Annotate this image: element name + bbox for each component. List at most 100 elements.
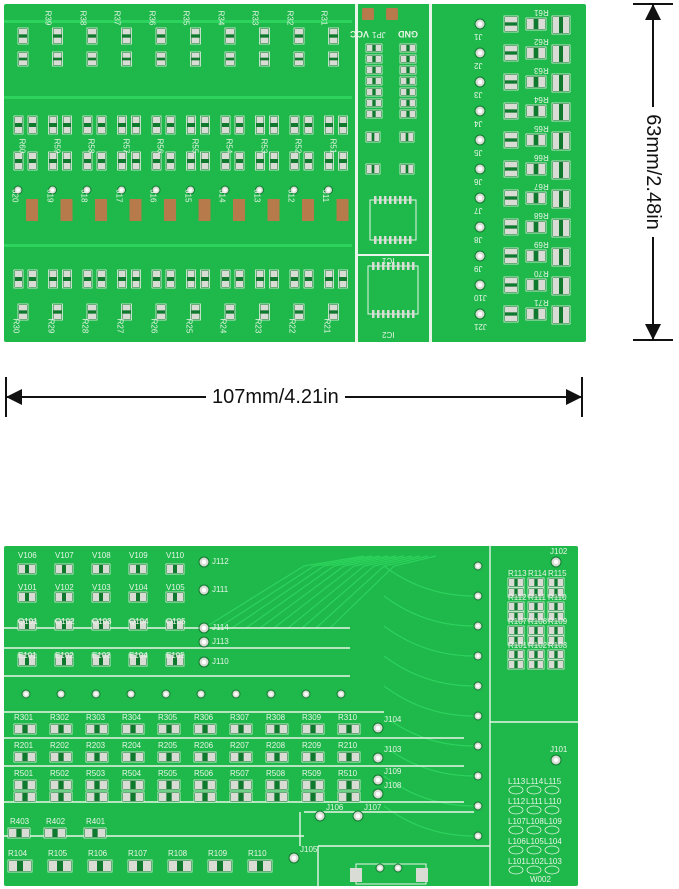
smd-pad xyxy=(132,163,140,169)
smd-pad xyxy=(63,753,71,761)
smd-footprint xyxy=(157,751,181,763)
ic-pin xyxy=(382,262,385,270)
smd-pad xyxy=(49,153,57,159)
smd-pad xyxy=(122,53,131,58)
silk-label: R202 xyxy=(50,741,70,750)
silk-label: J4 xyxy=(474,119,483,128)
smd-footprint xyxy=(365,131,381,143)
via-hole xyxy=(375,725,381,731)
smd-pad xyxy=(256,127,264,133)
via-hole xyxy=(476,684,480,688)
via-hole xyxy=(223,188,227,192)
silk-label: E102 xyxy=(55,651,74,660)
smd-pad xyxy=(93,621,99,629)
smd-pad xyxy=(118,271,126,277)
via-hole xyxy=(199,692,203,696)
smd-pad xyxy=(27,725,35,733)
via-hole xyxy=(201,559,207,565)
smd-pad xyxy=(527,193,534,203)
silk-label: L103 xyxy=(544,857,562,866)
silk-label: Q104 xyxy=(129,617,149,626)
smd-pad xyxy=(87,781,95,789)
smd-pad xyxy=(279,725,287,733)
smd-pad xyxy=(529,579,535,586)
silk-label: J2 xyxy=(474,61,483,70)
smd-pad xyxy=(157,305,165,311)
via-hole xyxy=(477,21,483,27)
smd-pad xyxy=(537,579,543,586)
smd-pad xyxy=(509,589,515,596)
smd-footprint xyxy=(186,151,196,171)
smd-pad xyxy=(132,117,140,123)
smd-pad xyxy=(367,89,373,95)
smd-pad xyxy=(527,164,534,174)
vcc-label: VCC xyxy=(350,29,370,39)
smd-footprint xyxy=(269,115,279,135)
smd-pad xyxy=(98,163,105,169)
smd-pad xyxy=(51,781,59,789)
silk-label: R108 xyxy=(168,849,188,858)
smd-pad xyxy=(231,793,239,801)
ic1-outline xyxy=(369,199,417,241)
silk-label: R401 xyxy=(86,817,106,826)
smd-footprint xyxy=(337,791,361,803)
smd-pad xyxy=(260,313,269,319)
smd-pad xyxy=(291,163,298,169)
smd-pad xyxy=(167,621,173,629)
smd-footprint xyxy=(259,303,270,321)
smd-footprint xyxy=(83,827,107,839)
smd-pad xyxy=(236,281,243,287)
smd-pad xyxy=(527,222,534,232)
smd-pad xyxy=(409,100,415,106)
smd-footprint xyxy=(117,115,127,135)
smd-pad xyxy=(201,281,209,287)
smd-pad xyxy=(260,29,269,35)
smd-pad xyxy=(529,603,535,610)
smd-footprint xyxy=(157,779,181,791)
smd-pad xyxy=(256,153,264,159)
smd-footprint xyxy=(365,43,383,53)
smd-pad xyxy=(49,281,57,287)
smd-pad xyxy=(339,163,347,169)
smd-footprint xyxy=(399,43,417,53)
ic-pin xyxy=(412,310,415,318)
via-hole xyxy=(553,757,559,763)
smd-pad xyxy=(553,46,559,62)
smd-pad xyxy=(143,861,151,871)
smd-pad xyxy=(191,313,200,319)
smd-pad xyxy=(19,29,27,35)
smd-footprint xyxy=(234,115,245,135)
silk-label: R209 xyxy=(302,741,322,750)
smd-pad xyxy=(187,163,195,169)
smd-pad xyxy=(98,281,105,287)
smd-pad xyxy=(51,725,59,733)
silk-label: R38 xyxy=(77,10,87,26)
smd-pad xyxy=(329,60,338,65)
smd-footprint xyxy=(193,791,217,803)
smd-pad xyxy=(222,153,229,159)
silk-label: V107 xyxy=(55,551,74,560)
via-hole xyxy=(476,594,480,598)
via-hole xyxy=(476,744,480,748)
smd-footprint xyxy=(13,269,24,289)
ic-pin xyxy=(372,262,375,270)
smd-pad xyxy=(167,271,174,277)
silk-label: R54 xyxy=(224,138,234,154)
silk-label: R26 xyxy=(149,318,159,334)
silk-label: V109 xyxy=(129,551,148,560)
smd-footprint xyxy=(190,303,201,321)
silk-label: R310 xyxy=(338,713,358,722)
via-hole xyxy=(50,188,55,192)
silk-label: J5 xyxy=(474,148,483,157)
silk-label: R101 xyxy=(508,641,528,650)
smd-pad xyxy=(325,153,333,159)
smd-footprint xyxy=(151,269,162,289)
smd-pad xyxy=(135,793,143,801)
silk-label: J101 xyxy=(550,745,568,754)
silk-label: Q105 xyxy=(166,617,186,626)
smd-footprint xyxy=(52,27,63,45)
smd-pad xyxy=(505,315,517,321)
smd-pad xyxy=(226,29,234,35)
silk-label: R502 xyxy=(50,769,70,778)
smd-pad xyxy=(15,793,23,801)
